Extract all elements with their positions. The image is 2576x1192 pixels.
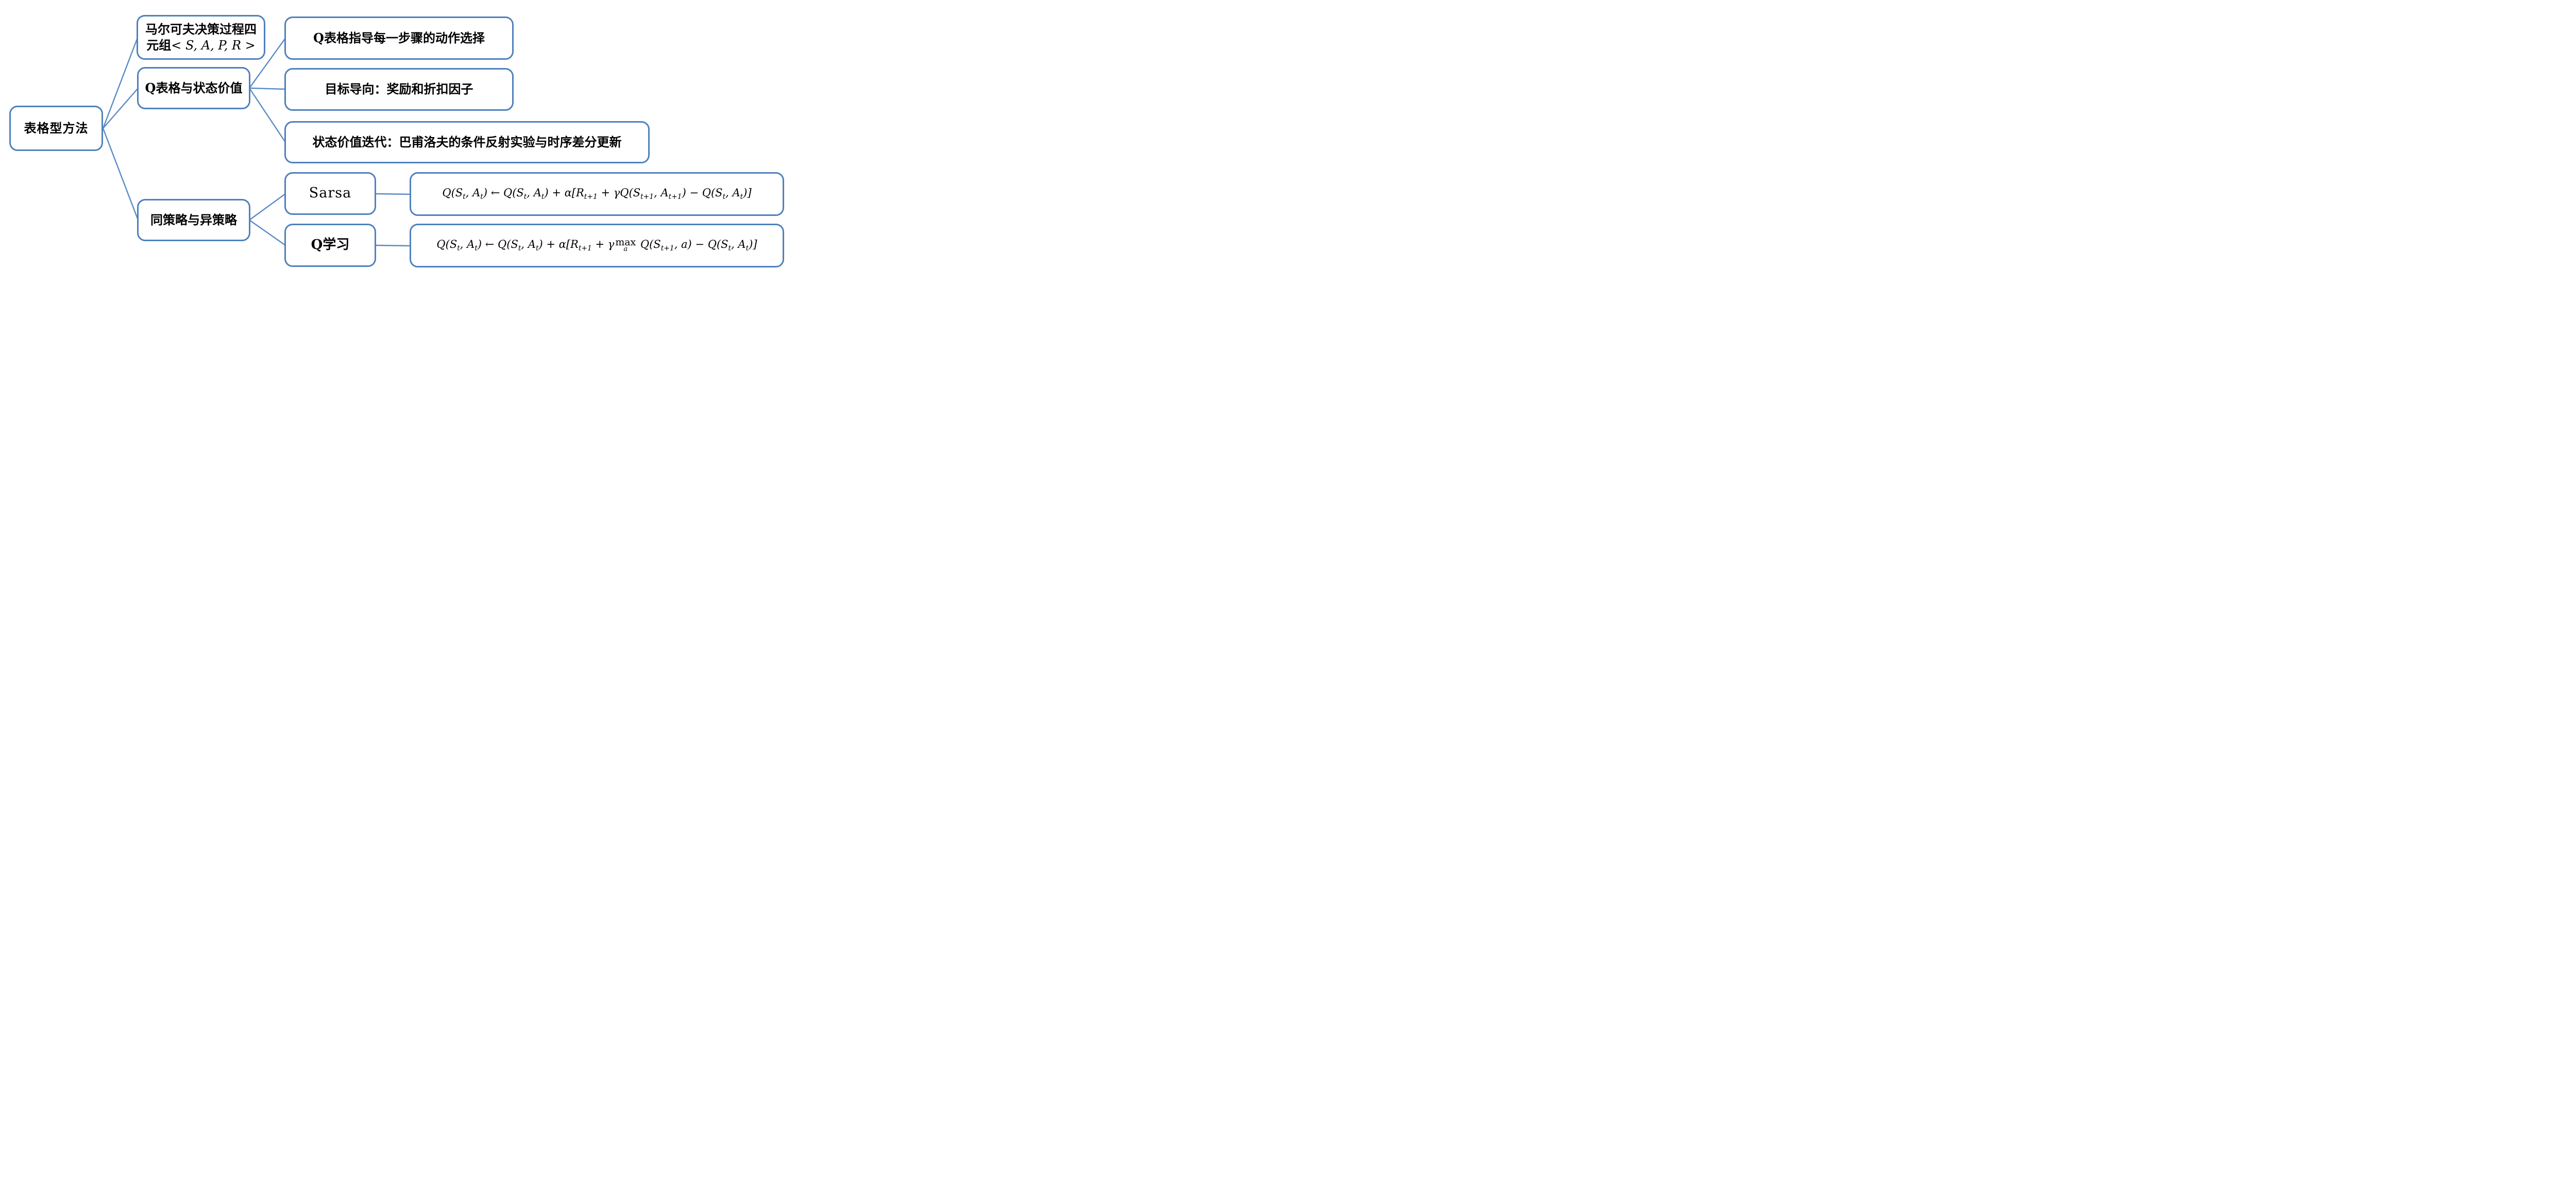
node-sarsa-formula[interactable]: Q(St, At) ← Q(St, At) + α[Rt+1 + γQ(St+1… bbox=[410, 172, 784, 216]
connector-qtable-leaf2 bbox=[249, 87, 286, 90]
connector-policy-qlearn bbox=[249, 220, 286, 246]
node-qlearning[interactable]: Q学习 bbox=[284, 224, 376, 267]
node-on-off-policy[interactable]: 同策略与异策略 bbox=[137, 199, 250, 241]
leaf1-label: Q表格指导每一步骤的动作选择 bbox=[313, 30, 485, 45]
node-qtable-state-value[interactable]: Q表格与状态价值 bbox=[137, 67, 250, 109]
node-leaf-state-value-iteration[interactable]: 状态价值迭代：巴甫洛夫的条件反射实验与时序差分更新 bbox=[284, 121, 650, 163]
connector-root-policy bbox=[102, 128, 139, 221]
node-mdp-tuple[interactable]: 马尔可夫决策过程四 元组< S, A, P, R > bbox=[137, 15, 265, 60]
node-sarsa[interactable]: Sarsa bbox=[284, 172, 376, 215]
qlearning-label: Q学习 bbox=[311, 237, 350, 253]
root-label: 表格型方法 bbox=[24, 120, 89, 136]
connector-qtable-leaf3 bbox=[249, 88, 286, 143]
leaf2-label: 目标导向：奖励和折扣因子 bbox=[325, 81, 473, 97]
node-leaf-qtable-action-selection[interactable]: Q表格指导每一步骤的动作选择 bbox=[284, 16, 514, 60]
policy-label: 同策略与异策略 bbox=[150, 212, 237, 227]
node-leaf-goal-oriented[interactable]: 目标导向：奖励和折扣因子 bbox=[284, 68, 514, 111]
connector-root-mdp bbox=[102, 37, 139, 129]
mdp-label-line1: 马尔可夫决策过程四 bbox=[145, 21, 257, 37]
mdp-label-line2: 元组< S, A, P, R > bbox=[146, 37, 256, 53]
mdp-tuple-math: < S, A, P, R > bbox=[171, 38, 256, 53]
connector-root-qtable bbox=[103, 88, 139, 129]
connector-lines bbox=[102, 37, 411, 247]
qtable-label: Q表格与状态价值 bbox=[145, 80, 243, 95]
sarsa-formula-text: Q(St, At) ← Q(St, At) + α[Rt+1 + γQ(St+1… bbox=[442, 187, 752, 202]
connector-policy-sarsa bbox=[249, 193, 286, 221]
sarsa-label: Sarsa bbox=[309, 185, 352, 202]
connector-qtable-leaf1 bbox=[249, 38, 286, 89]
leaf3-label: 状态价值迭代：巴甫洛夫的条件反射实验与时序差分更新 bbox=[312, 134, 622, 149]
node-root[interactable]: 表格型方法 bbox=[9, 106, 103, 151]
connector-qlearn-formula bbox=[375, 244, 411, 247]
mindmap-canvas: 表格型方法 马尔可夫决策过程四 元组< S, A, P, R > Q表格与状态价… bbox=[0, 0, 805, 298]
